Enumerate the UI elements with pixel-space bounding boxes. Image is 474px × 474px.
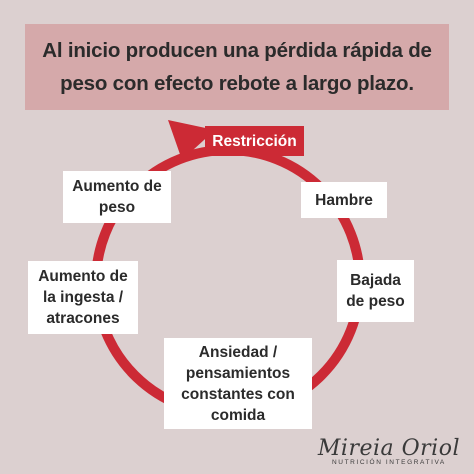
brand-tagline: NUTRICIÓN INTEGRATIVA — [331, 459, 446, 466]
brand-name: Mireia Oriol — [317, 436, 460, 461]
step-aumento-de-la-ingesta: Aumento de la ingesta / atracones — [28, 261, 138, 334]
step-ansiedad: Ansiedad / pensamientos constantes con c… — [164, 338, 312, 429]
cycle-arrowhead — [168, 120, 215, 160]
step-label: Restricción — [212, 132, 297, 150]
brand-logo: Mireia Oriol NUTRICIÓN INTEGRATIVA — [318, 436, 460, 466]
step-bajada-de-peso: Bajada de peso — [337, 260, 414, 322]
step-hambre: Hambre — [301, 182, 387, 218]
step-label: Ansiedad / pensamientos constantes con c… — [181, 343, 295, 424]
step-restriccion: Restricción — [205, 126, 304, 156]
step-label: Bajada de peso — [346, 272, 405, 310]
step-label: Aumento de peso — [72, 178, 162, 216]
step-label: Hambre — [315, 191, 373, 209]
step-label: Aumento de la ingesta / atracones — [38, 268, 128, 327]
headline-banner: Al inicio producen una pérdida rápida de… — [25, 24, 449, 110]
step-aumento-de-peso: Aumento de peso — [63, 171, 171, 223]
headline-text: Al inicio producen una pérdida rápida de… — [42, 39, 432, 95]
